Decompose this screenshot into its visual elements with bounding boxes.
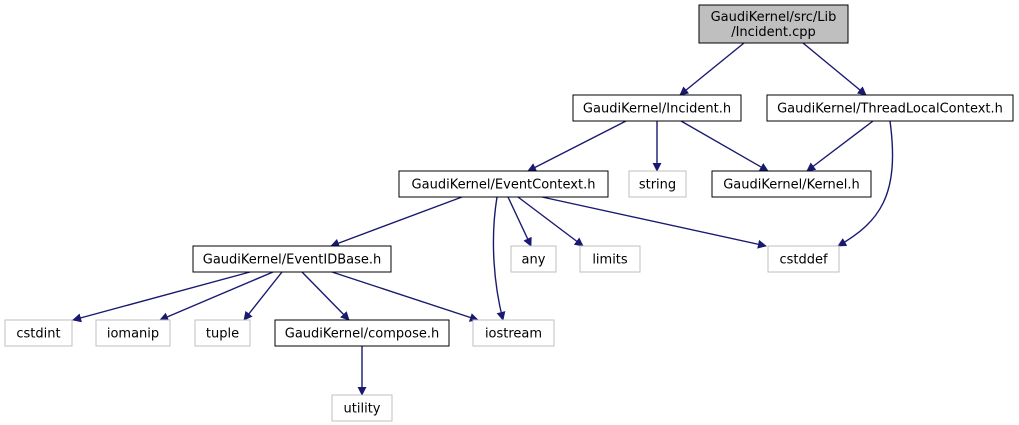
node-label: cstddef (779, 253, 828, 268)
node-any: any (510, 245, 557, 273)
node-threadlocalcontext_h[interactable]: GaudiKernel/ThreadLocalContext.h (766, 94, 1014, 122)
node-box (331, 394, 393, 422)
node-tuple: tuple (194, 319, 251, 347)
edge-eventidbase_h-to-iostream (331, 271, 479, 322)
edge-eventidbase_h-to-iomanip (159, 271, 274, 321)
edge-incident_cpp-to-incident_h (679, 42, 745, 96)
node-label: limits (592, 253, 628, 268)
edge-incident_h-to-eventcontext_h (527, 120, 627, 172)
node-utility: utility (331, 394, 393, 422)
edge-threadlocalcontext_h-to-cstddef (837, 120, 894, 247)
node-label: GaudiKernel/EventContext.h (412, 178, 596, 193)
node-box (4, 319, 73, 347)
node-box (95, 319, 171, 347)
node-label: tuple (206, 327, 239, 342)
node-box[interactable] (398, 170, 609, 198)
node-label: string (639, 178, 676, 193)
nodes-layer: GaudiKernel/src/Lib/Incident.cppGaudiKer… (4, 4, 1014, 422)
edge-eventcontext_h-to-iostream (492, 196, 506, 321)
node-label: GaudiKernel/Incident.h (583, 102, 731, 117)
node-label: cstdint (16, 327, 60, 342)
node-label: utility (344, 402, 381, 417)
node-box[interactable] (711, 170, 872, 198)
node-incident_cpp[interactable]: GaudiKernel/src/Lib/Incident.cpp (698, 4, 849, 44)
node-label: GaudiKernel/compose.h (285, 327, 439, 342)
edge-incident_cpp-to-threadlocalcontext_h (802, 42, 867, 96)
node-label: any (522, 253, 546, 268)
node-kernel_h[interactable]: GaudiKernel/Kernel.h (711, 170, 872, 198)
node-box[interactable] (698, 4, 849, 44)
edge-eventcontext_h-to-cstddef (541, 196, 767, 249)
node-box (767, 245, 840, 273)
node-string: string (628, 170, 687, 198)
node-label: GaudiKernel/Kernel.h (723, 178, 860, 193)
edge-threadlocalcontext_h-to-kernel_h (806, 120, 874, 172)
node-label: iomanip (107, 327, 159, 342)
edge-eventidbase_h-to-cstdint (72, 271, 251, 323)
node-label: GaudiKernel/ThreadLocalContext.h (777, 102, 1003, 117)
node-label: GaudiKernel/EventIDBase.h (203, 253, 381, 268)
node-box[interactable] (192, 245, 392, 273)
node-box[interactable] (766, 94, 1014, 122)
node-box[interactable] (572, 94, 742, 122)
node-eventcontext_h[interactable]: GaudiKernel/EventContext.h (398, 170, 609, 198)
edges-layer (72, 42, 894, 396)
node-box (579, 245, 641, 273)
node-box (194, 319, 251, 347)
node-box (510, 245, 557, 273)
node-box (628, 170, 687, 198)
edge-eventcontext_h-to-eventidbase_h (330, 196, 463, 248)
node-label: /Incident.cpp (731, 25, 816, 40)
node-cstdint: cstdint (4, 319, 73, 347)
node-limits: limits (579, 245, 641, 273)
edge-eventidbase_h-to-tuple (243, 271, 283, 321)
edge-eventcontext_h-to-limits (517, 196, 584, 247)
node-label: GaudiKernel/src/Lib (711, 10, 837, 25)
node-compose_h[interactable]: GaudiKernel/compose.h (274, 319, 450, 347)
node-label: iostream (485, 327, 542, 342)
edge-incident_h-to-kernel_h (680, 120, 769, 172)
node-box (472, 319, 555, 347)
node-iostream: iostream (472, 319, 555, 347)
edge-eventidbase_h-to-compose_h (301, 271, 350, 321)
node-incident_h[interactable]: GaudiKernel/Incident.h (572, 94, 742, 122)
node-cstddef: cstddef (767, 245, 840, 273)
node-eventidbase_h[interactable]: GaudiKernel/EventIDBase.h (192, 245, 392, 273)
edge-eventcontext_h-to-any (507, 196, 532, 247)
node-box[interactable] (274, 319, 450, 347)
node-iomanip: iomanip (95, 319, 171, 347)
